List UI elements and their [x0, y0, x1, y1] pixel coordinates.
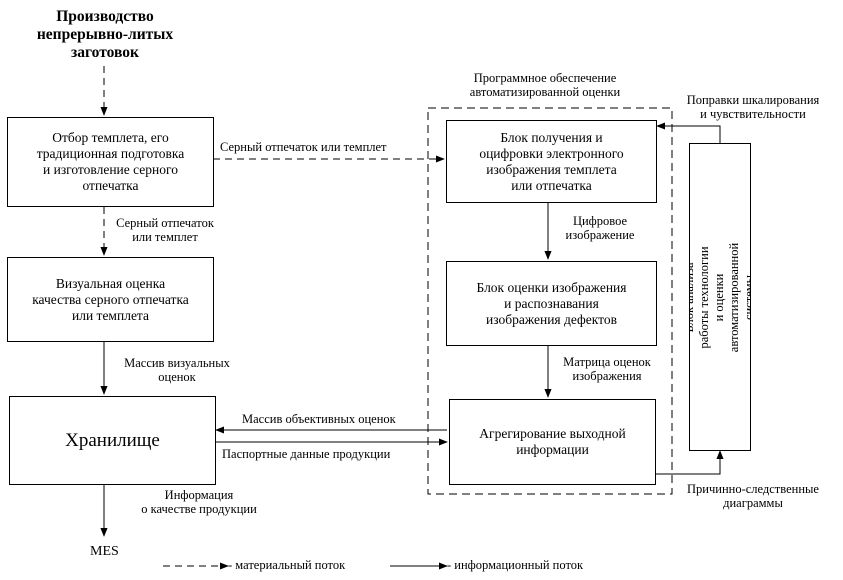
box-analysis: Блок анализа работы технологии и оценки … — [689, 143, 751, 451]
label-corrections: Поправки шкалирования и чувствительности — [686, 93, 820, 121]
box-visual: Визуальная оценка качества серного отпеч… — [7, 257, 214, 342]
box-recognition: Блок оценки изображения и распознавания … — [446, 261, 657, 346]
legend-material-text: - материальный поток — [228, 558, 346, 572]
flow-analysis-to-acquisition — [656, 122, 721, 143]
label-gray-print-horizontal: Серный отпечаток или темплет — [220, 140, 387, 154]
label-causal: Причинно-следственные диаграммы — [687, 482, 819, 510]
box-acquisition: Блок получения и оцифровки электронного … — [446, 120, 657, 203]
label-matrix: Матрица оценок изображения — [563, 355, 651, 383]
box-storage-label: Хранилище — [65, 429, 160, 451]
production-title: Производство непрерывно-литых заготовок — [36, 8, 174, 61]
label-quality-info: Информация о качестве продукции — [141, 488, 257, 516]
software-boundary — [427, 107, 673, 495]
label-gray-print-vertical: Серный отпечаток или темплет — [116, 216, 214, 244]
label-visual-array: Массив визуальных оценок — [124, 356, 230, 384]
label-objective-array: Массив объективных оценок — [242, 412, 396, 426]
box-analysis-label: Блок анализа работы технологии и оценки … — [689, 242, 751, 352]
box-storage: Хранилище — [9, 396, 216, 485]
box-selection-label: Отбор темплета, его традиционная подгото… — [36, 130, 185, 193]
flow-aggregation-to-analysis — [656, 450, 724, 475]
box-acquisition-label: Блок получения и оцифровки электронного … — [479, 129, 624, 193]
label-mes: MES — [90, 544, 119, 559]
software-title: Программное обеспечение автоматизированн… — [469, 71, 621, 99]
box-aggregation-label: Агрегирование выходной информации — [479, 426, 626, 457]
box-recognition-label: Блок оценки изображения и распознавания … — [476, 279, 627, 327]
box-aggregation: Агрегирование выходной информации — [449, 399, 656, 485]
box-selection: Отбор темплета, его традиционная подгото… — [7, 117, 214, 207]
label-digital-image: Цифровое изображение — [565, 214, 635, 242]
legend-info-text: - информационный поток — [447, 558, 584, 572]
box-visual-label: Визуальная оценка качества серного отпеч… — [32, 275, 189, 323]
label-passport-data: Паспортные данные продукции — [222, 447, 391, 461]
